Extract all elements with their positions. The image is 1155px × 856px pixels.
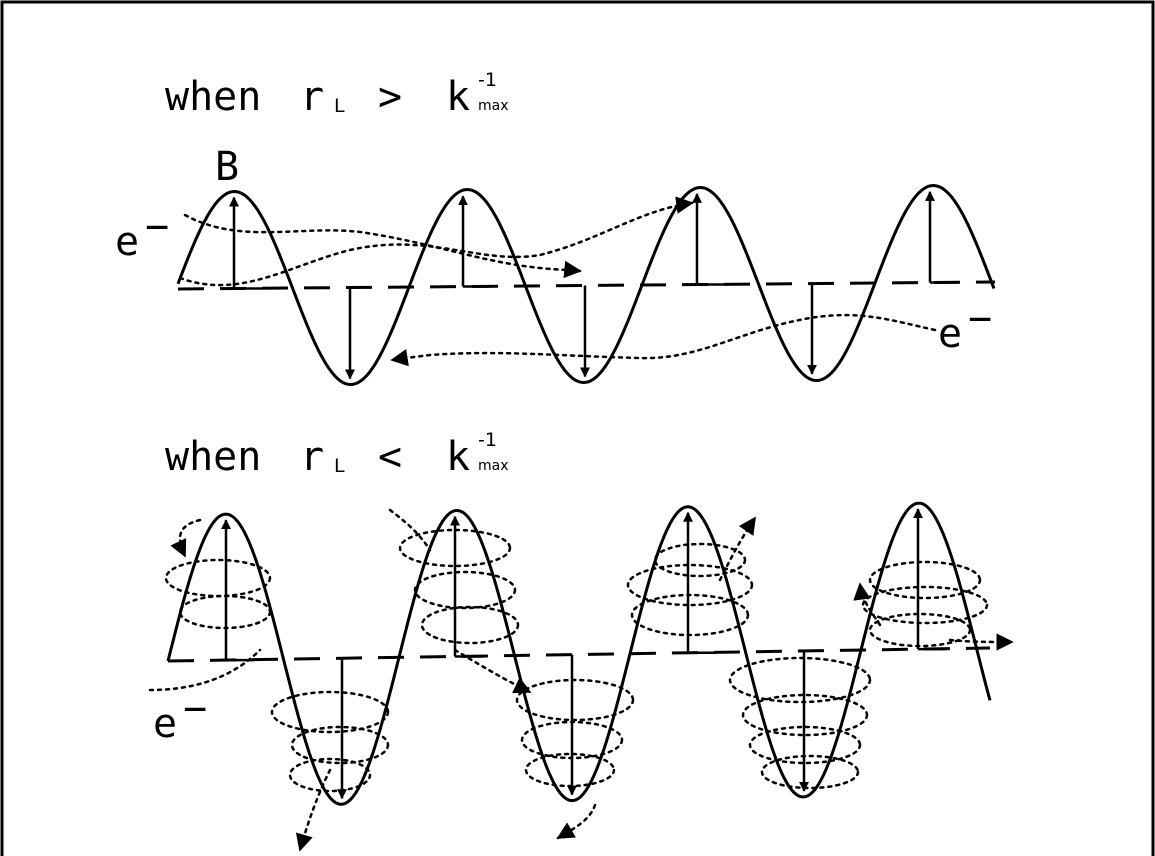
panel1-k-sub: max (478, 98, 509, 114)
panel2-escape-up (718, 516, 757, 582)
gyration-orbit (748, 725, 862, 765)
panel2-exit-right (948, 633, 1014, 651)
panel2-r: r (300, 434, 324, 480)
gyration-orbit (760, 754, 860, 790)
panel1-r: r (300, 74, 324, 120)
panel1-field-line (176, 183, 996, 386)
panel2-electron-label: e − (153, 686, 207, 747)
gyration-orbit (524, 752, 616, 788)
field-label-b: B (215, 144, 239, 190)
gyration-orbit (868, 612, 972, 648)
svg-text:e: e (153, 701, 177, 747)
gyration-orbit (420, 605, 520, 645)
panel2-k-sup: -1 (478, 429, 497, 451)
gyration-orbit (626, 563, 754, 607)
panel2-start-loop (388, 508, 432, 552)
gyration-orbit (164, 558, 272, 598)
gyration-orbit (728, 656, 872, 704)
gyration-orbit (398, 528, 512, 568)
panel2-title: when r L < k -1 max (165, 429, 509, 480)
panel2-escape-down-left (295, 768, 332, 852)
gyration-orbit (630, 593, 750, 637)
panel2-relation: < (378, 434, 402, 480)
panel1-electron-left: e − (115, 204, 169, 265)
gyration-orbit (868, 560, 982, 600)
panel2-drift-arrow-1 (453, 648, 532, 694)
panel2-rise-arrow (853, 582, 882, 627)
gyration-orbit (653, 542, 747, 578)
panel1-axis (177, 280, 996, 291)
panel2-axis (167, 646, 991, 663)
gyration-orbit (515, 678, 635, 722)
svg-text:−: − (968, 296, 992, 342)
panel2-escape-down (556, 803, 597, 840)
panel1-when: when (165, 74, 261, 120)
panel1-electron-path-c (390, 313, 937, 367)
panel1-r-sub: L (334, 95, 345, 117)
gyration-orbit (178, 594, 272, 630)
panel1-relation: > (378, 74, 402, 120)
panel2-r-sub: L (334, 455, 345, 477)
gyration-orbit (270, 690, 390, 734)
gyration-orbit (520, 720, 624, 760)
gyration-orbit (861, 585, 989, 625)
svg-text:−: − (145, 204, 169, 250)
panel1-k: k (446, 74, 470, 120)
gyration-orbit (413, 570, 517, 610)
panel1-electron-path-a (183, 213, 582, 279)
panel2-k-sub: max (478, 458, 509, 474)
gyration-orbit (741, 693, 869, 737)
panel2-k: k (446, 434, 470, 480)
panel1-electron-right: e − (938, 296, 992, 357)
panel2-field-vectors (221, 508, 946, 800)
svg-text:−: − (183, 686, 207, 732)
svg-text:e: e (938, 311, 962, 357)
panel2-electron-tail (148, 648, 262, 692)
svg-text:e: e (115, 219, 139, 265)
gyration-orbit (288, 757, 372, 793)
panel2-field-line (166, 501, 992, 806)
panel1-k-sup: -1 (478, 69, 497, 91)
panel1-title: when r L > k -1 max (165, 69, 509, 120)
panel1-field-vectors (229, 190, 958, 380)
gyration-orbit (290, 725, 390, 765)
panel2-gyration-orbits (164, 528, 989, 793)
panel2-entry-path (170, 518, 202, 558)
panel1-electron-path-b (178, 196, 694, 287)
panel2-when: when (165, 434, 261, 480)
